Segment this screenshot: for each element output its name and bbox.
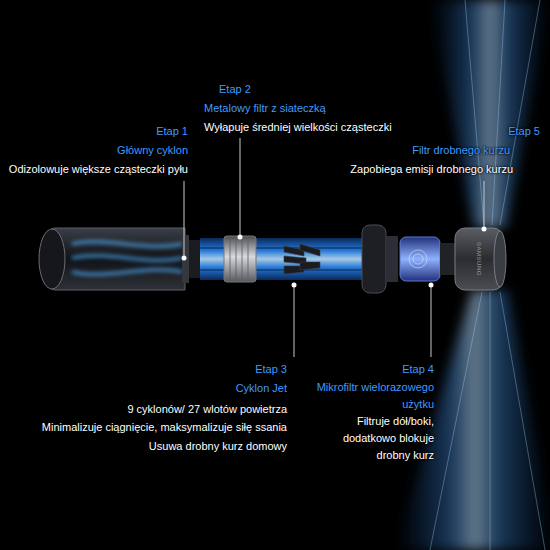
part-description: Wyłapuje średniej wielkości cząsteczki <box>204 120 392 134</box>
leader-dots <box>182 227 487 288</box>
air-streak <box>430 292 482 550</box>
bin-neck <box>189 240 201 278</box>
mesh-line <box>236 237 237 281</box>
filter-neck <box>440 243 456 275</box>
stage-number: Etap 4 <box>402 362 434 376</box>
bin-ring <box>182 235 189 283</box>
air-streaks <box>430 0 545 550</box>
cyclone-cone <box>300 262 320 270</box>
leader-line <box>294 287 295 357</box>
pattern-ring <box>409 250 427 268</box>
air-streak <box>492 0 505 225</box>
part-description: Zapobiega emisji drobnego kurzu <box>350 162 513 176</box>
part-name: Mikrofiltr wielorazowego użytku <box>310 379 434 413</box>
leader-line <box>240 138 241 236</box>
filter-face <box>494 231 506 287</box>
leader-dot <box>238 235 243 240</box>
leader-dot <box>182 256 187 261</box>
housing-flange <box>362 225 386 293</box>
stage-number: Etap 3 <box>255 362 287 376</box>
part-description: Usuwa drobny kurz domowy <box>149 439 287 453</box>
part-name: Główny cyklon <box>117 143 188 157</box>
swirl-line <box>72 270 182 275</box>
air-streak <box>500 292 545 550</box>
leader-dot <box>482 227 487 232</box>
swirl-line <box>72 242 182 247</box>
part-description: Odizolowuje większe cząsteczki pyłu <box>9 162 188 176</box>
jet-cyclones <box>284 244 320 274</box>
brand-mark: SAMSUNG <box>475 242 483 276</box>
part-name: Metalowy filtr z siateczką <box>204 101 326 115</box>
stage-number: Etap 1 <box>156 124 188 138</box>
swirl-line <box>72 256 182 261</box>
part-name: Cyklon Jet <box>236 381 287 395</box>
leader-dot <box>429 283 434 288</box>
mesh-line <box>230 237 231 281</box>
mesh-pattern <box>230 237 248 281</box>
microfilter <box>400 237 440 281</box>
leader-line <box>431 287 432 357</box>
mesh-line <box>248 237 249 281</box>
mesh-filter <box>224 236 256 282</box>
air-beam-top <box>430 0 550 228</box>
housing-ring <box>386 236 398 282</box>
part-description: Filtruje dół/boki, dodatkowo blokuje dro… <box>310 413 434 464</box>
main-cyclone-swirl <box>72 242 182 275</box>
leader-dot <box>292 283 297 288</box>
cyclone-cone <box>300 244 320 256</box>
stage-number: Etap 2 <box>219 82 251 96</box>
air-beam <box>395 0 550 550</box>
part-description: Minimalizuje ciągnięcie, maksymalizuje s… <box>42 420 287 434</box>
bin-cap <box>39 229 65 289</box>
leader-line <box>484 181 485 228</box>
air-streak <box>465 0 484 225</box>
leader-line <box>184 181 185 256</box>
microfilter-pattern <box>409 250 427 268</box>
stage-number: Etap 5 <box>508 124 540 138</box>
part-name: Filtr drobnego kurzu <box>412 143 510 157</box>
part-description: 9 cyklonów/ 27 wlotów powietrza <box>127 402 287 416</box>
air-streak <box>490 292 491 550</box>
mesh-line <box>242 237 243 281</box>
air-streak <box>500 0 540 225</box>
pattern-ring <box>413 254 423 264</box>
